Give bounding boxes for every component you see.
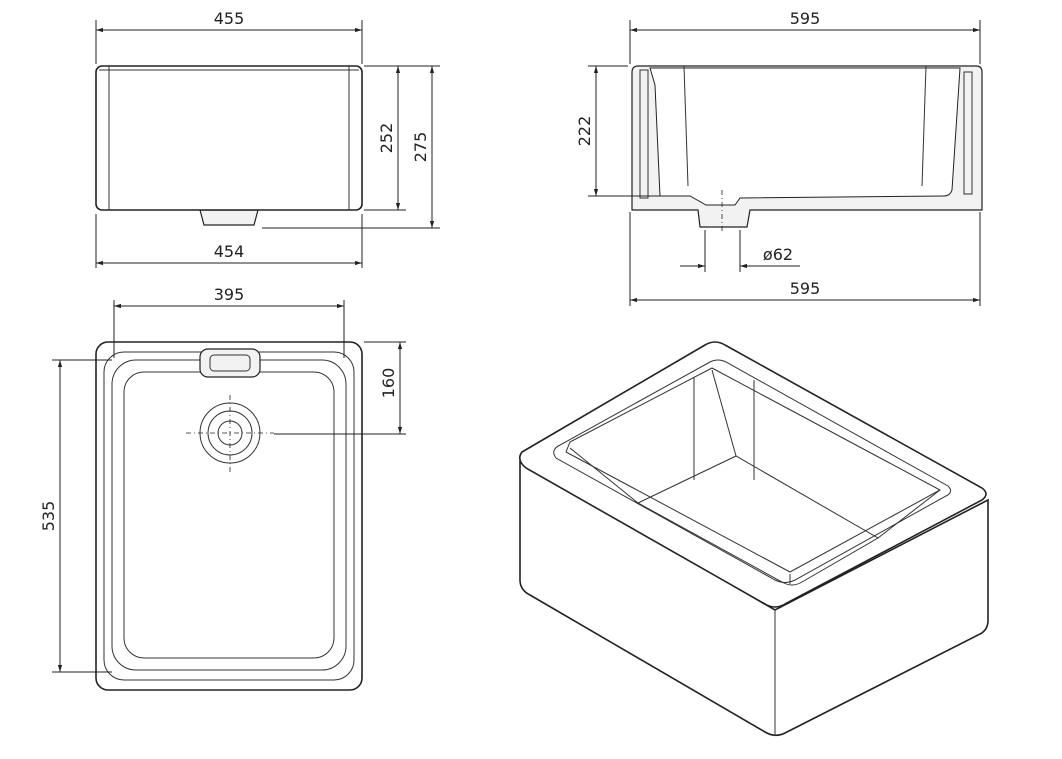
sink-plan-outline <box>95 341 363 691</box>
front-elevation-view: 455 252 275 454 <box>95 9 440 268</box>
dimension-275: 275 <box>411 132 430 163</box>
side-section-view: 595 222 ø62 595 <box>575 9 983 306</box>
dimension-595-top: 595 <box>790 9 821 28</box>
dimension-595-bottom: 595 <box>790 279 821 298</box>
dimension-252: 252 <box>377 123 396 154</box>
dimension-535: 535 <box>39 501 58 532</box>
dimension-395: 395 <box>214 285 245 304</box>
plan-view: 395 160 535 <box>39 285 406 691</box>
sink-iso-top-rim <box>518 341 987 608</box>
dimension-455: 455 <box>214 9 245 28</box>
dimension-222: 222 <box>575 116 594 147</box>
overflow-slot <box>199 348 261 378</box>
isometric-view <box>518 341 989 737</box>
dimension-waste-diameter: ø62 <box>763 245 793 264</box>
waste-outlet <box>199 209 259 226</box>
dimension-454: 454 <box>214 242 245 261</box>
dimension-160: 160 <box>379 368 398 399</box>
sink-front-body <box>95 65 363 211</box>
